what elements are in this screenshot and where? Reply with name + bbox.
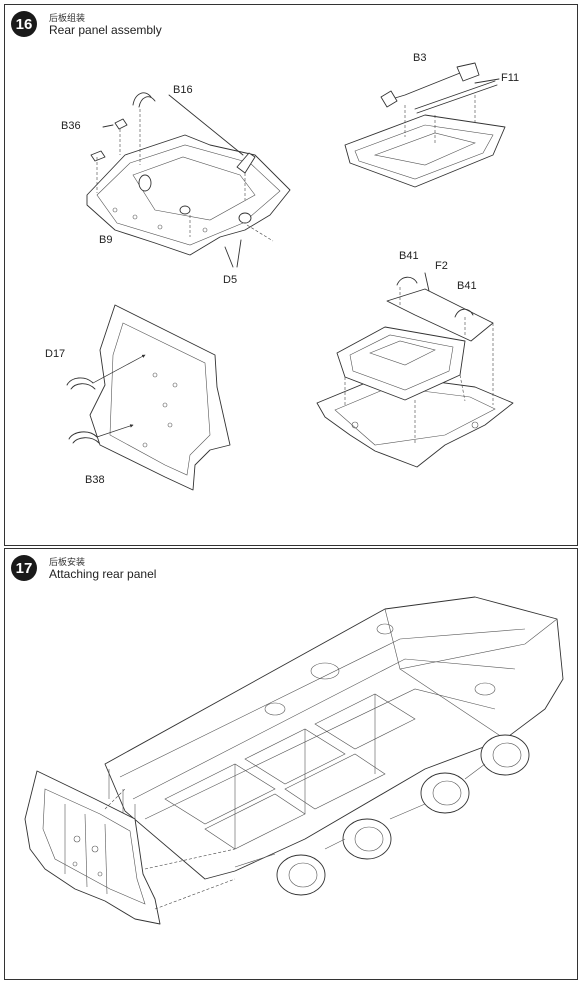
step-number-badge: 16 bbox=[11, 11, 37, 37]
label-b41-left: B41 bbox=[399, 250, 419, 262]
label-d17: D17 bbox=[45, 348, 65, 360]
step-17-diagram bbox=[24, 596, 564, 925]
label-d5: D5 bbox=[223, 274, 237, 286]
step-number-badge: 17 bbox=[11, 555, 37, 581]
label-f11: F11 bbox=[501, 72, 519, 84]
label-b36: B36 bbox=[61, 120, 81, 132]
rear-plate-assembly-left bbox=[86, 92, 291, 268]
vertical-panel-assembly bbox=[66, 304, 231, 491]
step-title-chinese: 后板组装 bbox=[49, 14, 86, 24]
box-assembly bbox=[316, 272, 514, 468]
label-b38: B38 bbox=[85, 474, 105, 486]
step-title-chinese: 后板安装 bbox=[49, 558, 86, 568]
step-16-diagram: B16 B36 B9 D5 B3 F11 bbox=[45, 52, 519, 491]
label-b16: B16 bbox=[173, 84, 193, 96]
label-b3: B3 bbox=[413, 52, 426, 64]
road-wheels bbox=[234, 734, 530, 896]
step-title-english: Rear panel assembly bbox=[49, 23, 162, 37]
step-17-panel: 17 后板安装 Attaching rear panel bbox=[4, 548, 578, 980]
rear-panel bbox=[24, 770, 236, 925]
step-16-panel: 16 后板组装 Rear panel assembly bbox=[4, 4, 578, 546]
label-b9: B9 bbox=[99, 234, 112, 246]
tool-plate-assembly bbox=[344, 62, 506, 188]
label-f2: F2 bbox=[435, 260, 448, 272]
label-b41-right: B41 bbox=[457, 280, 477, 292]
step-title-english: Attaching rear panel bbox=[49, 567, 157, 581]
